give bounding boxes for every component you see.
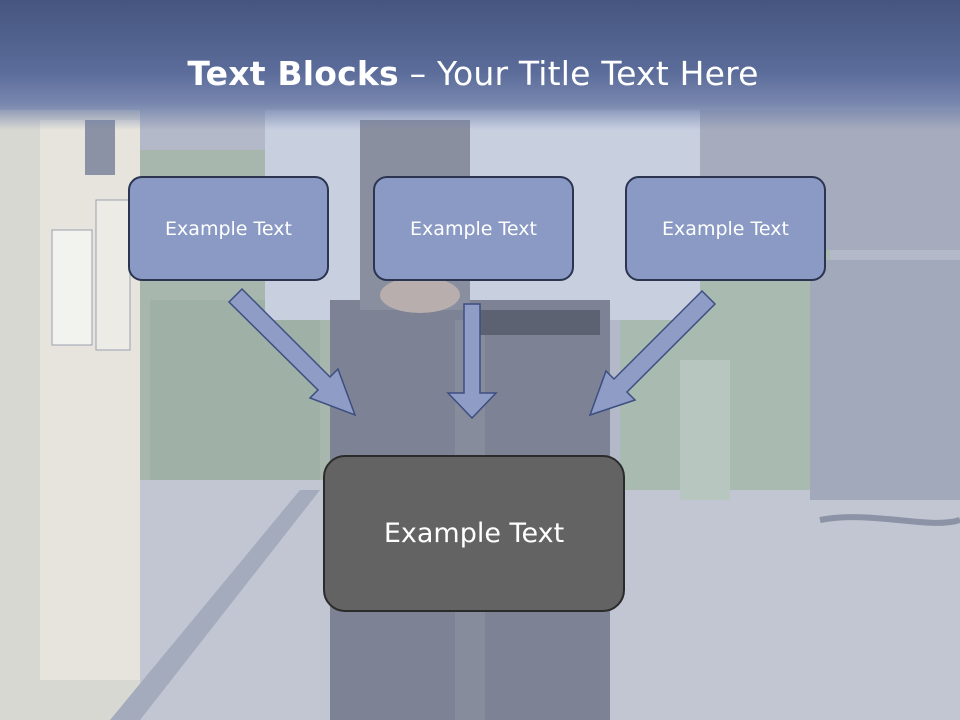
center-text-block-label: Example Text [383, 518, 565, 549]
text-block-1-label: Example Text [165, 217, 292, 240]
text-block-3-label: Example Text [662, 217, 789, 240]
title-rest: – Your Title Text Here [398, 54, 759, 93]
text-block-2-label: Example Text [410, 217, 537, 240]
title-bar [0, 0, 960, 130]
center-text-block[interactable]: Example Text [323, 455, 625, 612]
down-left-arrow [588, 289, 717, 417]
page-title: Text Blocks – Your Title Text Here [0, 54, 946, 93]
text-block-2[interactable]: Example Text [373, 176, 574, 281]
down-arrow [446, 303, 498, 420]
down-right-arrow [227, 287, 357, 417]
text-block-3[interactable]: Example Text [625, 176, 826, 281]
title-bold: Text Blocks [187, 54, 399, 93]
text-block-1[interactable]: Example Text [128, 176, 329, 281]
